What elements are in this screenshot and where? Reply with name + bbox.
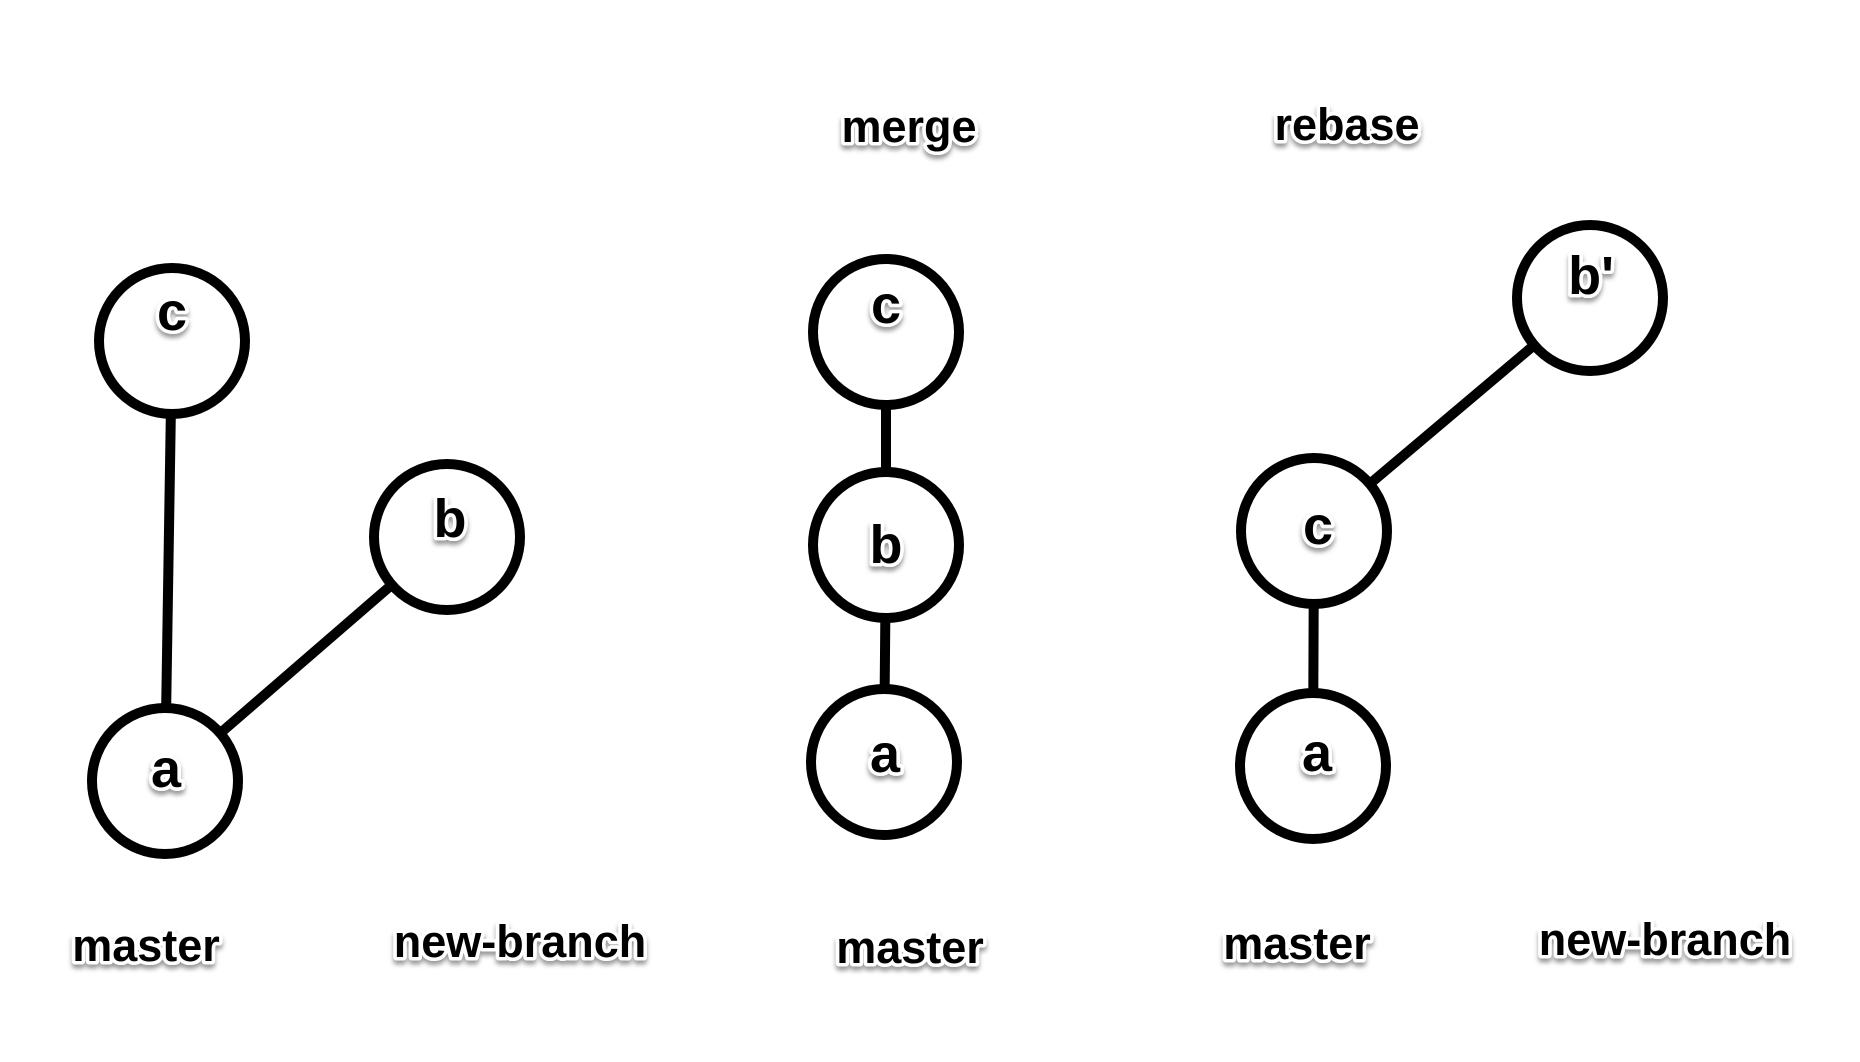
- commit-node-b: [808, 467, 964, 623]
- diagram-merge: merge c b a master: [806, 98, 987, 977]
- branch-label-master: master: [836, 922, 984, 973]
- commit-node-b: [369, 459, 525, 615]
- commit-node-a: [87, 703, 243, 859]
- commit-label-a: a: [151, 739, 182, 799]
- diagram-before-state: c a b master new-branch: [69, 263, 650, 975]
- rebase-title: rebase: [1274, 99, 1419, 150]
- branch-label-master: master: [1223, 918, 1371, 969]
- commit-label-a: a: [870, 724, 901, 784]
- commit-label-b: b: [870, 515, 903, 575]
- branch-label-new-branch: new-branch: [1539, 914, 1792, 965]
- commit-node-a: [1235, 688, 1391, 844]
- diagram-rebase: rebase b' c a master new-branch: [1220, 96, 1795, 973]
- commit-node-a: [806, 684, 962, 840]
- commit-node-c: [808, 254, 964, 410]
- commit-label-b: b: [434, 489, 467, 549]
- merge-title: merge: [841, 101, 976, 152]
- commit-label-b-prime: b': [1568, 246, 1614, 306]
- commit-label-a: a: [1302, 723, 1333, 783]
- commit-label-c: c: [157, 282, 187, 342]
- branch-label-master: master: [72, 920, 220, 971]
- commit-node-b-prime: [1512, 220, 1668, 376]
- commit-node-c: [1236, 453, 1392, 609]
- branch-label-new-branch: new-branch: [394, 916, 647, 967]
- commit-label-c: c: [871, 275, 901, 335]
- commit-label-c: c: [1303, 496, 1333, 556]
- commit-node-c: [94, 263, 250, 419]
